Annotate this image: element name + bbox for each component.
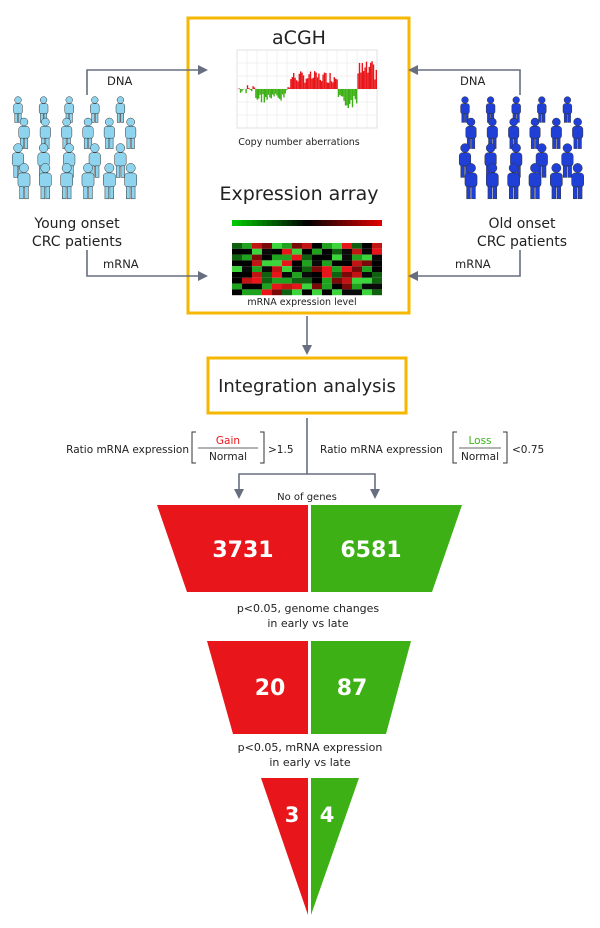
gain-count-1: 3731 xyxy=(212,538,273,563)
loss-count-3: 4 xyxy=(320,803,335,827)
filter-2-label: p<0.05, mRNA expression xyxy=(238,741,383,754)
loss-branch-arrow xyxy=(307,473,380,499)
svg-text:Normal: Normal xyxy=(461,451,499,463)
svg-text:<0.75: <0.75 xyxy=(512,444,544,456)
expression-array-title: Expression array xyxy=(220,183,379,205)
no-of-genes-label: No of genes xyxy=(277,492,337,503)
acgh-title: aCGH xyxy=(272,27,326,49)
gain-count-2: 20 xyxy=(255,676,286,701)
gain-ratio-formula: Ratio mRNA expression Gain Normal >1.5 xyxy=(66,431,294,464)
loss-genes-block-2 xyxy=(311,641,411,734)
acgh-plot xyxy=(236,49,378,129)
young-onset-label: Young onset xyxy=(33,216,120,232)
old-mrna-arrow xyxy=(408,250,521,281)
gain-branch-arrow xyxy=(234,418,308,499)
young-dna-arrow xyxy=(86,65,208,95)
svg-text:Ratio mRNA expression: Ratio mRNA expression xyxy=(320,444,443,456)
expression-heatmap xyxy=(232,220,382,296)
young-mrna-label: mRNA xyxy=(103,257,139,271)
svg-text:Normal: Normal xyxy=(209,451,247,463)
svg-text:>1.5: >1.5 xyxy=(268,444,294,456)
filter-2-label-2: in early vs late xyxy=(269,756,350,769)
expression-caption: mRNA expression level xyxy=(247,297,356,308)
filter-1-label: p<0.05, genome changes xyxy=(237,602,380,615)
young-dna-label: DNA xyxy=(107,74,132,88)
loss-label: Loss xyxy=(468,435,491,447)
young-onset-label-2: CRC patients xyxy=(32,234,122,250)
loss-count-1: 6581 xyxy=(340,538,401,563)
loss-ratio-formula: Ratio mRNA expression Loss Normal <0.75 xyxy=(320,431,544,464)
gain-label: Gain xyxy=(216,435,240,447)
old-onset-label: Old onset xyxy=(488,216,556,232)
svg-text:Ratio mRNA expression: Ratio mRNA expression xyxy=(66,444,189,456)
young-mrna-arrow xyxy=(86,250,208,281)
gain-count-3: 3 xyxy=(285,803,300,827)
loss-genes-block-1 xyxy=(311,505,462,592)
gain-genes-block-2 xyxy=(207,641,308,734)
data-sources-box xyxy=(186,16,411,315)
gain-genes-block-3 xyxy=(261,778,308,915)
integration-analysis-title: Integration analysis xyxy=(218,376,396,397)
loss-genes-block-3 xyxy=(311,778,359,915)
young-onset-patients-icon xyxy=(11,96,137,200)
old-dna-label: DNA xyxy=(460,74,485,88)
old-mrna-label: mRNA xyxy=(455,257,491,271)
integration-analysis-box xyxy=(206,356,408,415)
acgh-caption: Copy number aberrations xyxy=(238,137,360,148)
loss-count-2: 87 xyxy=(337,676,368,701)
old-onset-patients-icon xyxy=(458,96,584,200)
filter-1-label-2: in early vs late xyxy=(267,617,348,630)
gain-genes-block-1 xyxy=(157,505,308,592)
old-dna-arrow xyxy=(408,65,521,95)
old-onset-label-2: CRC patients xyxy=(477,234,567,250)
